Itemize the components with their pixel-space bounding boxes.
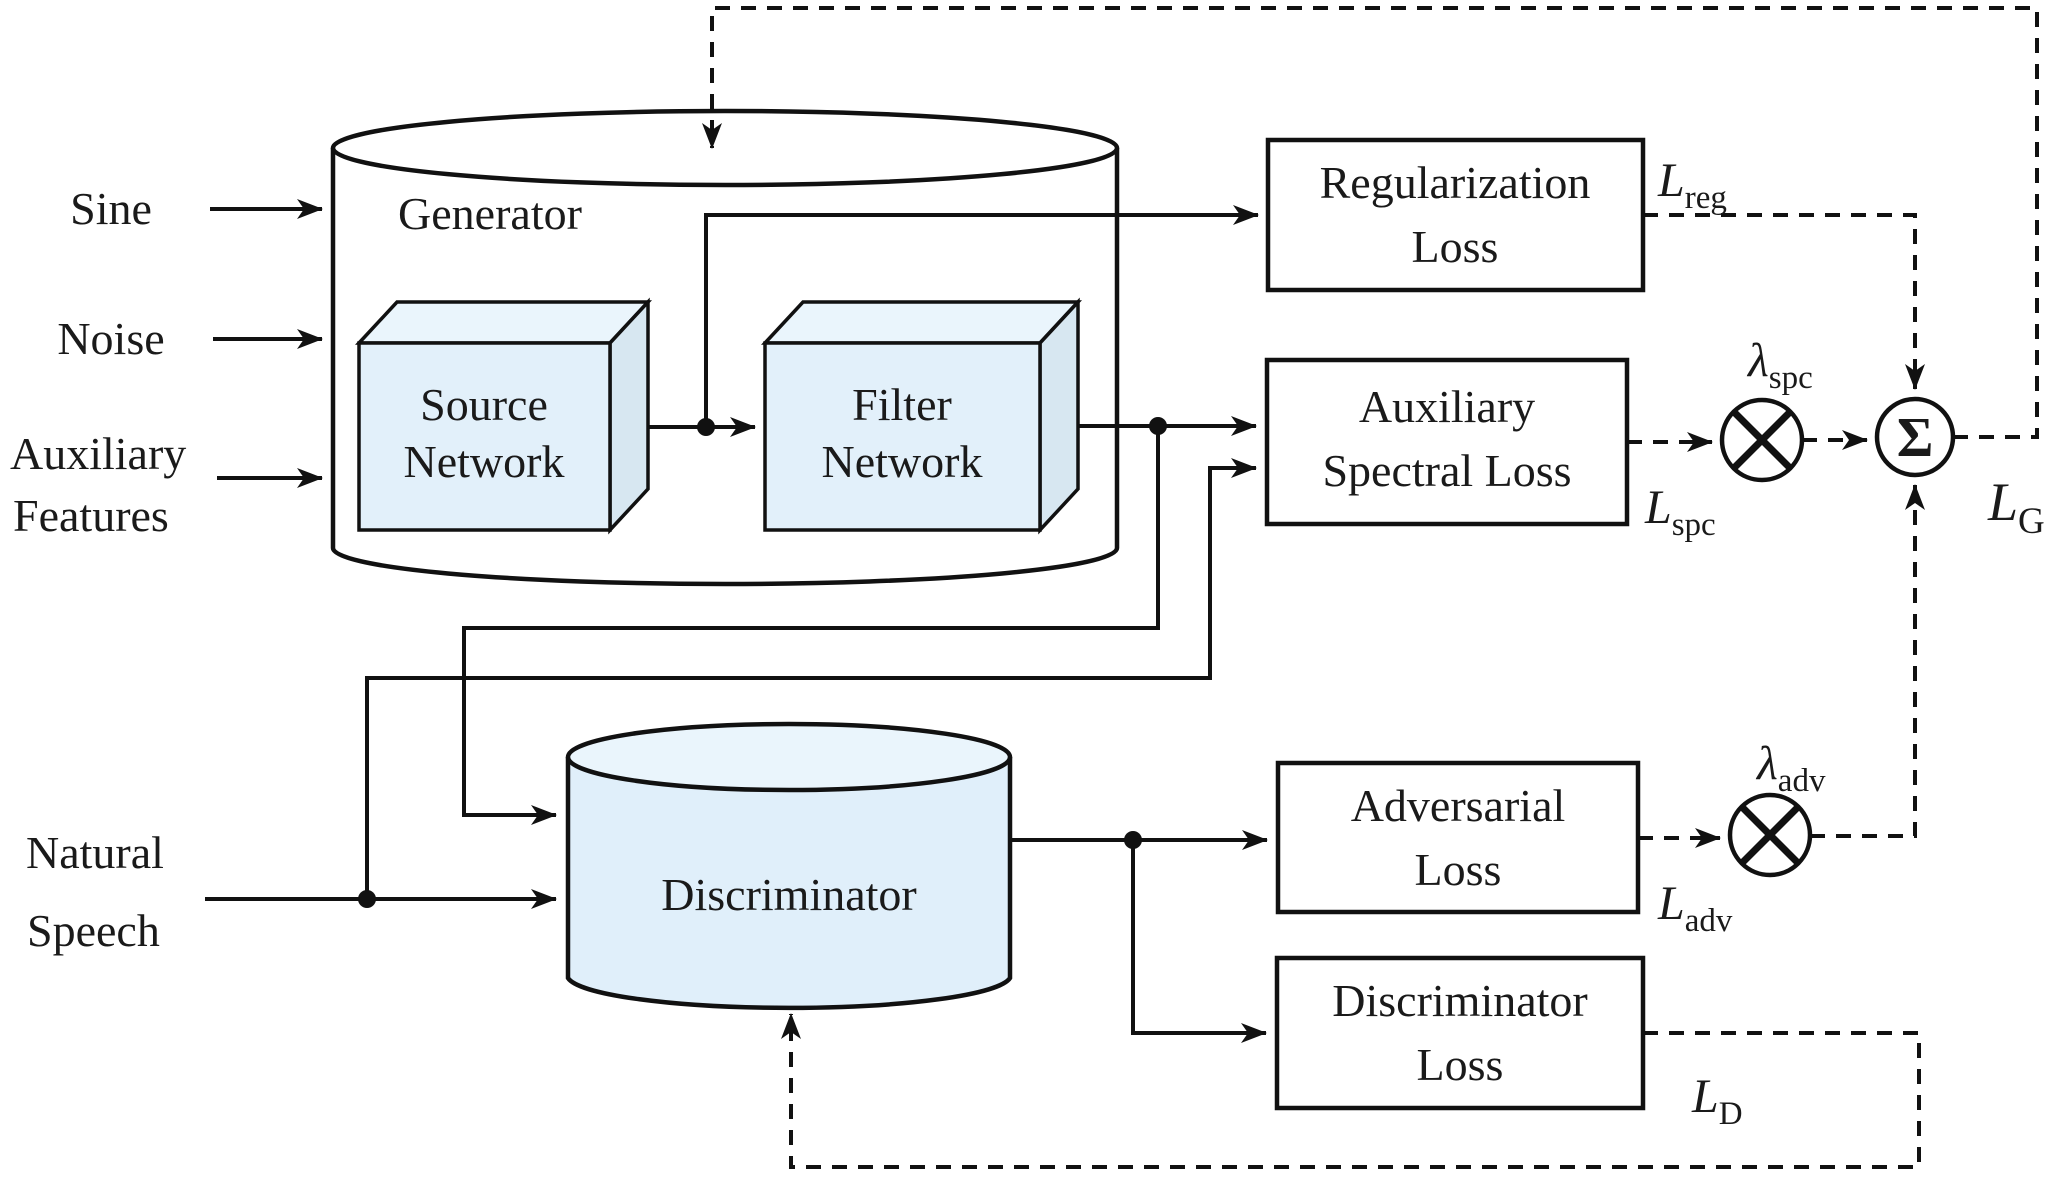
sum-symbol: Σ bbox=[1897, 407, 1934, 469]
junction-dot-source-filter bbox=[697, 418, 715, 436]
source-network-side-face bbox=[608, 297, 650, 535]
filter-network-front-face bbox=[763, 341, 1042, 532]
input-label-natural-line1: Natural bbox=[26, 827, 164, 878]
discriminator-label: Discriminator bbox=[661, 869, 917, 920]
loss-label-L-D: LD bbox=[1691, 1070, 1743, 1132]
source-network-label-line2: Network bbox=[404, 436, 565, 487]
weight-label-lambda-adv: λadv bbox=[1755, 737, 1826, 799]
discriminator-loss-box: Discriminator Loss bbox=[1274, 955, 1646, 1111]
discriminator-cylinder: Discriminator bbox=[565, 721, 1013, 1011]
generator-cylinder-top bbox=[330, 108, 1120, 188]
junction-dot-natural-speech bbox=[358, 890, 376, 908]
discriminator-loss-label-line1: Discriminator bbox=[1332, 975, 1588, 1026]
auxiliary-spectral-loss-rect bbox=[1264, 357, 1630, 527]
discriminator-cylinder-body bbox=[565, 757, 1013, 1011]
loss-label-L-spc: Lspc bbox=[1644, 481, 1716, 543]
loss-label-L-reg: Lreg bbox=[1657, 154, 1727, 216]
input-label-natural-line2: Speech bbox=[27, 905, 160, 956]
sum-to-generator-feedback-dashed bbox=[702, 6, 2039, 439]
filter-network-box: Filter Network bbox=[760, 297, 1083, 535]
discriminator-cylinder-top bbox=[565, 721, 1013, 793]
junction-dot-discriminator-output bbox=[1124, 831, 1142, 849]
filter-network-label-line1: Filter bbox=[852, 379, 952, 430]
input-label-noise: Noise bbox=[57, 313, 164, 364]
loss-label-L-adv: Ladv bbox=[1657, 877, 1733, 939]
auxiliary-spectral-loss-box: Auxiliary Spectral Loss bbox=[1264, 357, 1630, 527]
filter-network-side-face bbox=[1038, 297, 1080, 535]
regularization-loss-rect bbox=[1265, 137, 1646, 293]
source-network-label-line1: Source bbox=[420, 379, 548, 430]
loss-feedback-lines bbox=[702, 6, 2039, 1169]
discriminator-to-discriminator-loss-arrow bbox=[1131, 840, 1267, 1043]
junction-to-regularization-arrow bbox=[704, 205, 1259, 427]
discriminator-loss-rect bbox=[1274, 955, 1646, 1111]
source-network-front-face bbox=[357, 341, 612, 532]
generated-to-discriminator-arrow bbox=[462, 426, 1160, 825]
input-label-auxiliary-line2: Features bbox=[13, 490, 169, 541]
discriminator-loss-label-line2: Loss bbox=[1417, 1039, 1504, 1090]
input-labels: Sine Noise Auxiliary Features Natural Sp… bbox=[10, 183, 186, 956]
discriminator-loss-feedback-dashed bbox=[781, 1013, 1921, 1169]
sum-node: Σ bbox=[1874, 396, 1956, 478]
source-network-top-face bbox=[354, 300, 653, 345]
filter-network-label-line2: Network bbox=[822, 436, 983, 487]
spc-multiplier-node bbox=[1719, 397, 1805, 483]
math-labels: Lreg Lspc λspc λadv Ladv LD LG bbox=[1644, 154, 2045, 1132]
regularization-loss-label-line2: Loss bbox=[1412, 221, 1499, 272]
weight-label-lambda-spc: λspc bbox=[1746, 334, 1813, 396]
junction-dot-filter-output bbox=[1149, 417, 1167, 435]
auxiliary-spectral-loss-label-line1: Auxiliary bbox=[1359, 381, 1535, 432]
input-label-sine: Sine bbox=[70, 183, 152, 234]
adv-multiplier-to-sum-dashed bbox=[1810, 484, 1925, 838]
loss-label-L-G: LG bbox=[1987, 472, 2045, 542]
adv-multiplier-node bbox=[1727, 792, 1813, 878]
adversarial-loss-rect bbox=[1275, 760, 1641, 915]
adv-multiplier-x2 bbox=[1740, 805, 1800, 865]
input-label-auxiliary-line1: Auxiliary bbox=[10, 428, 186, 479]
regularization-loss-box: Regularization Loss bbox=[1265, 137, 1646, 293]
auxiliary-spectral-loss-label-line2: Spectral Loss bbox=[1322, 445, 1571, 496]
adversarial-loss-label-line1: Adversarial bbox=[1351, 780, 1566, 831]
spc-multiplier-x2 bbox=[1732, 410, 1792, 470]
source-network-box: Source Network bbox=[354, 297, 653, 535]
signal-lines bbox=[205, 199, 1268, 1043]
filter-network-top-face bbox=[760, 300, 1083, 345]
adversarial-loss-label-line2: Loss bbox=[1415, 844, 1502, 895]
regularization-to-sum-dashed bbox=[1643, 213, 1925, 390]
adversarial-loss-box: Adversarial Loss bbox=[1275, 760, 1641, 915]
regularization-loss-label-line1: Regularization bbox=[1320, 157, 1591, 208]
sum-circle bbox=[1874, 396, 1956, 478]
natural-speech-to-aux-spectral-arrow bbox=[365, 458, 1257, 899]
generator-label: Generator bbox=[398, 188, 582, 239]
